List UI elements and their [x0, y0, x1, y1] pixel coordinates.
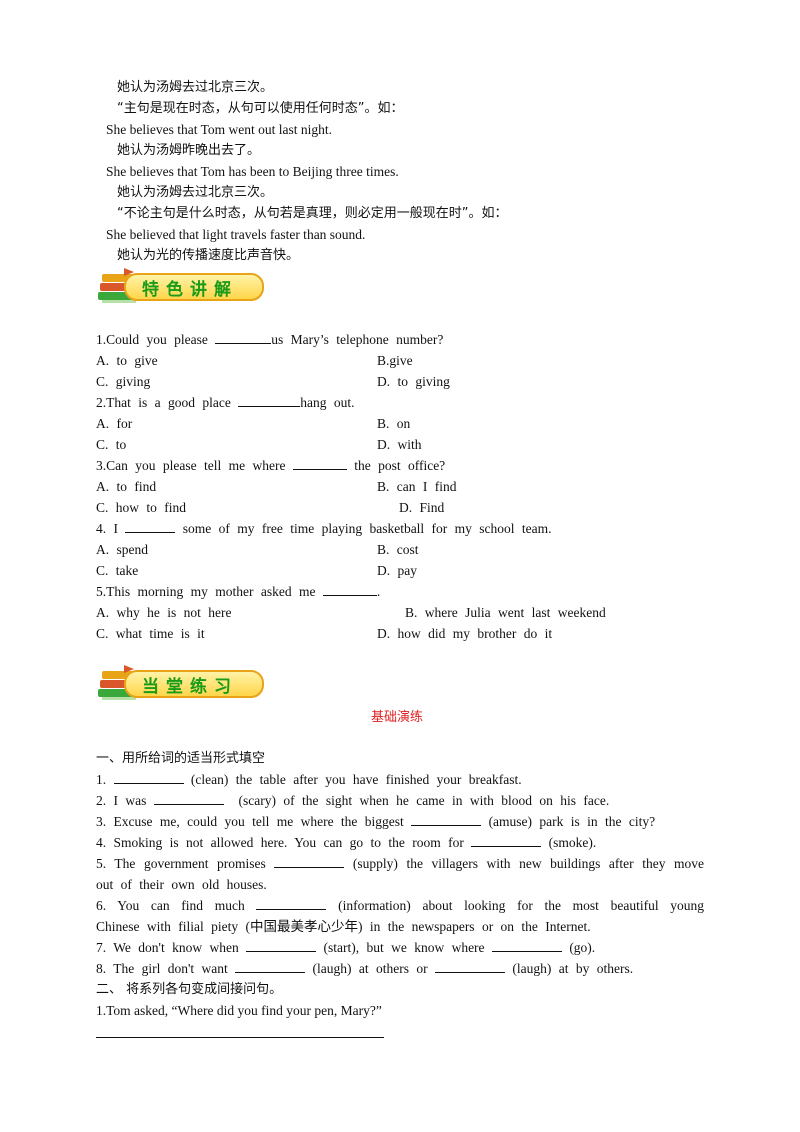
intro-line-9: 她认为光的传播速度比声音快。 [117, 248, 300, 263]
q2-option-d: D. with [377, 437, 422, 452]
intro-line-2: “主句是现在时态，从句可以使用任何时态”。如： [117, 101, 404, 116]
intro-line-8: She believed that light travels faster t… [106, 227, 366, 242]
intro-line-5: She believes that Tom has been to Beijin… [106, 164, 399, 179]
basic-drill-heading: 基础演练 [371, 710, 424, 725]
banner-title: 当堂练习 [142, 677, 238, 697]
intro-line-7: “不论主句是什么时态，从句若是真理，则必定用一般现在时”。如： [117, 206, 508, 221]
section-1-title: 一、用所给词的适当形式填空 [96, 751, 266, 766]
question-1: 1.Could you please us Mary’s telephone n… [96, 332, 444, 347]
question-2: 2.That is a good place hang out. [96, 395, 355, 410]
question-4: 4. I some of my free time playing basket… [96, 521, 552, 536]
q3-option-b: B. can I find [377, 479, 457, 494]
fill-5: 5. The government promises (supply) the … [96, 856, 705, 871]
intro-line-6: 她认为汤姆去过北京三次。 [117, 185, 274, 200]
q4-option-b: B. cost [377, 542, 419, 557]
q3-option-c: C. how to find [96, 500, 187, 515]
question-3: 3.Can you please tell me where the post … [96, 458, 446, 473]
q5-option-d: D. how did my brother do it [377, 626, 553, 641]
fill-7: 7. We don't know when (start), but we kn… [96, 940, 596, 955]
fill-2: 2. I was (scary) of the sight when he ca… [96, 793, 610, 808]
q5-option-b: B. where Julia went last weekend [405, 605, 606, 620]
q4-option-c: C. take [96, 563, 139, 578]
q4-option-d: D. pay [377, 563, 417, 578]
section-banner-practice: 当堂练习 [94, 661, 264, 705]
intro-line-4: 她认为汤姆昨晚出去了。 [117, 143, 261, 158]
fill-5-cont: out of their own old houses. [96, 877, 267, 892]
intro-line-1: 她认为汤姆去过北京三次。 [117, 80, 274, 95]
answer-line [96, 1037, 384, 1038]
q3-option-d: D. Find [399, 500, 445, 515]
q2-option-b: B. on [377, 416, 411, 431]
q5-option-c: C. what time is it [96, 626, 205, 641]
intro-line-3: She believes that Tom went out last nigh… [106, 122, 333, 137]
fill-6-cont: Chinese with filial piety (中国最美孝心少年) in … [96, 919, 591, 934]
indirect-question-1: 1.Tom asked, “Where did you find your pe… [96, 1003, 382, 1018]
q1-option-a: A. to give [96, 353, 158, 368]
q1-option-d: D. to giving [377, 374, 450, 389]
q1-option-b: B.give [377, 353, 413, 368]
fill-6: 6. You can find much (information) about… [96, 898, 705, 913]
fill-4: 4. Smoking is not allowed here. You can … [96, 835, 597, 850]
question-5: 5.This morning my mother asked me . [96, 584, 381, 599]
fill-8: 8. The girl don't want (laugh) at others… [96, 961, 634, 976]
q2-option-a: A. for [96, 416, 133, 431]
q2-option-c: C. to [96, 437, 127, 452]
q5-option-a: A. why he is not here [96, 605, 232, 620]
q3-option-a: A. to find [96, 479, 157, 494]
section-2-title: 二、 将系列各句变成间接问句。 [96, 982, 283, 997]
q1-option-c: C. giving [96, 374, 151, 389]
banner-title: 特色讲解 [142, 280, 238, 300]
q4-option-a: A. spend [96, 542, 148, 557]
fill-1: 1. (clean) the table after you have fini… [96, 772, 522, 787]
fill-3: 3. Excuse me, could you tell me where th… [96, 814, 656, 829]
section-banner-features: 特色讲解 [94, 264, 264, 308]
